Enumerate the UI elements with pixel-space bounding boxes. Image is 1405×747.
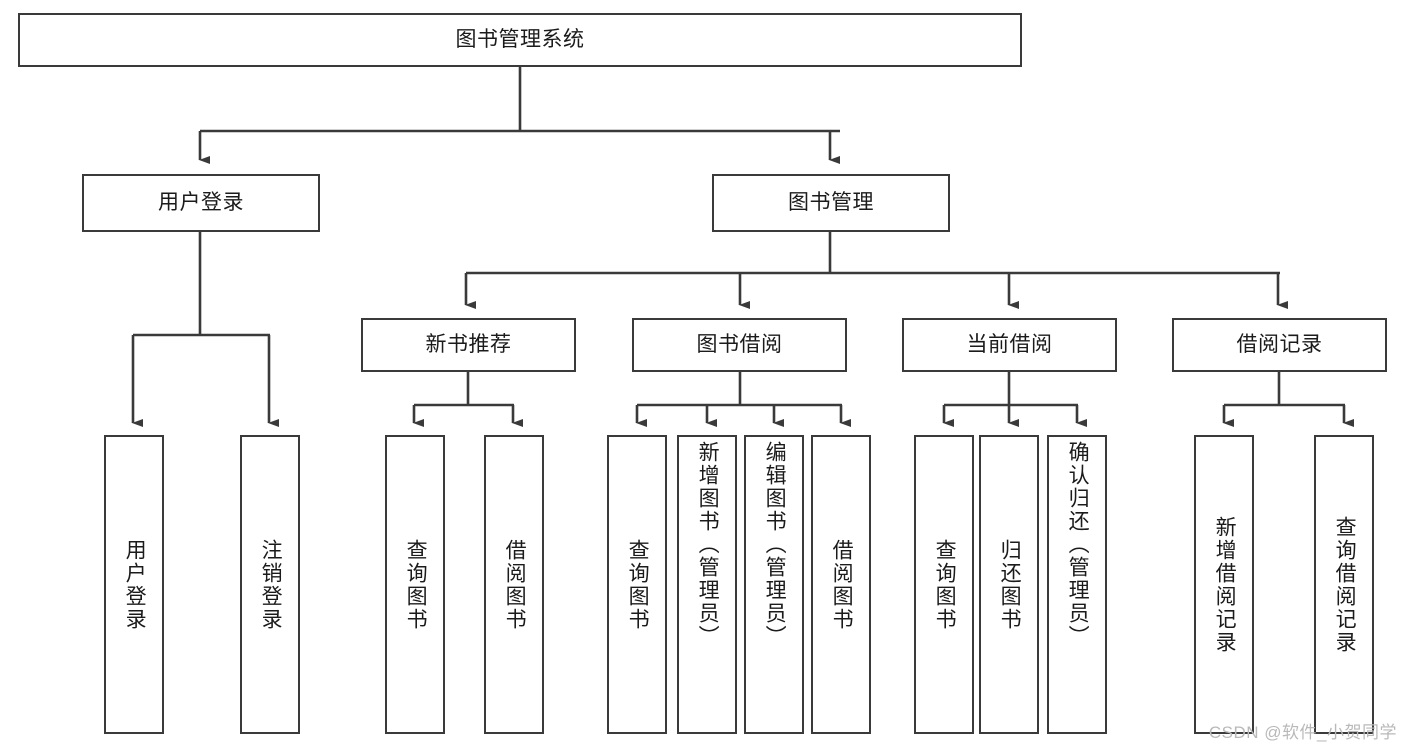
node-borrow-record[interactable]: 借阅记录 (1172, 318, 1387, 372)
leaf-label: 归还图书 (998, 538, 1022, 631)
leaf-borrow-borrow-book[interactable]: 借阅图书 (811, 435, 871, 734)
node-user-login[interactable]: 用户登录 (82, 174, 320, 232)
leaf-label: 查询图书 (404, 538, 428, 631)
leaf-label: 借阅图书 (503, 538, 527, 631)
csdn-watermark: CSDN @软件_小贺同学 (1208, 723, 1397, 742)
leaf-borrow-add-book[interactable]: 新增图书（管理员） (677, 435, 737, 734)
leaf-user-login-logout[interactable]: 注销登录 (240, 435, 300, 734)
leaf-label: 用户登录 (123, 538, 147, 631)
leaf-label: 编辑图书（管理员） (763, 441, 787, 648)
leaf-user-login-login[interactable]: 用户登录 (104, 435, 164, 734)
leaf-label: 确认归还（管理员） (1066, 441, 1090, 648)
leaf-label: 查询图书 (933, 538, 957, 631)
leaf-label: 注销登录 (259, 538, 283, 631)
leaf-label: 查询借阅记录 (1333, 515, 1357, 654)
leaf-new-book-query[interactable]: 查询图书 (385, 435, 445, 734)
leaf-label: 查询图书 (626, 538, 650, 631)
node-book-borrow[interactable]: 图书借阅 (632, 318, 847, 372)
leaf-borrow-edit-book[interactable]: 编辑图书（管理员） (744, 435, 804, 734)
leaf-current-return-book[interactable]: 归还图书 (979, 435, 1039, 734)
leaf-current-query-book[interactable]: 查询图书 (914, 435, 974, 734)
leaf-label: 新增图书（管理员） (696, 441, 720, 648)
node-book-management[interactable]: 图书管理 (712, 174, 950, 232)
leaf-current-confirm-return[interactable]: 确认归还（管理员） (1047, 435, 1107, 734)
leaf-record-add[interactable]: 新增借阅记录 (1194, 435, 1254, 734)
leaf-label: 新增借阅记录 (1213, 515, 1237, 654)
leaf-new-book-borrow[interactable]: 借阅图书 (484, 435, 544, 734)
leaf-label: 借阅图书 (830, 538, 854, 631)
node-current-borrow[interactable]: 当前借阅 (902, 318, 1117, 372)
node-new-book-recommend[interactable]: 新书推荐 (361, 318, 576, 372)
leaf-borrow-query-book[interactable]: 查询图书 (607, 435, 667, 734)
leaf-record-query[interactable]: 查询借阅记录 (1314, 435, 1374, 734)
node-root-system[interactable]: 图书管理系统 (18, 13, 1022, 67)
